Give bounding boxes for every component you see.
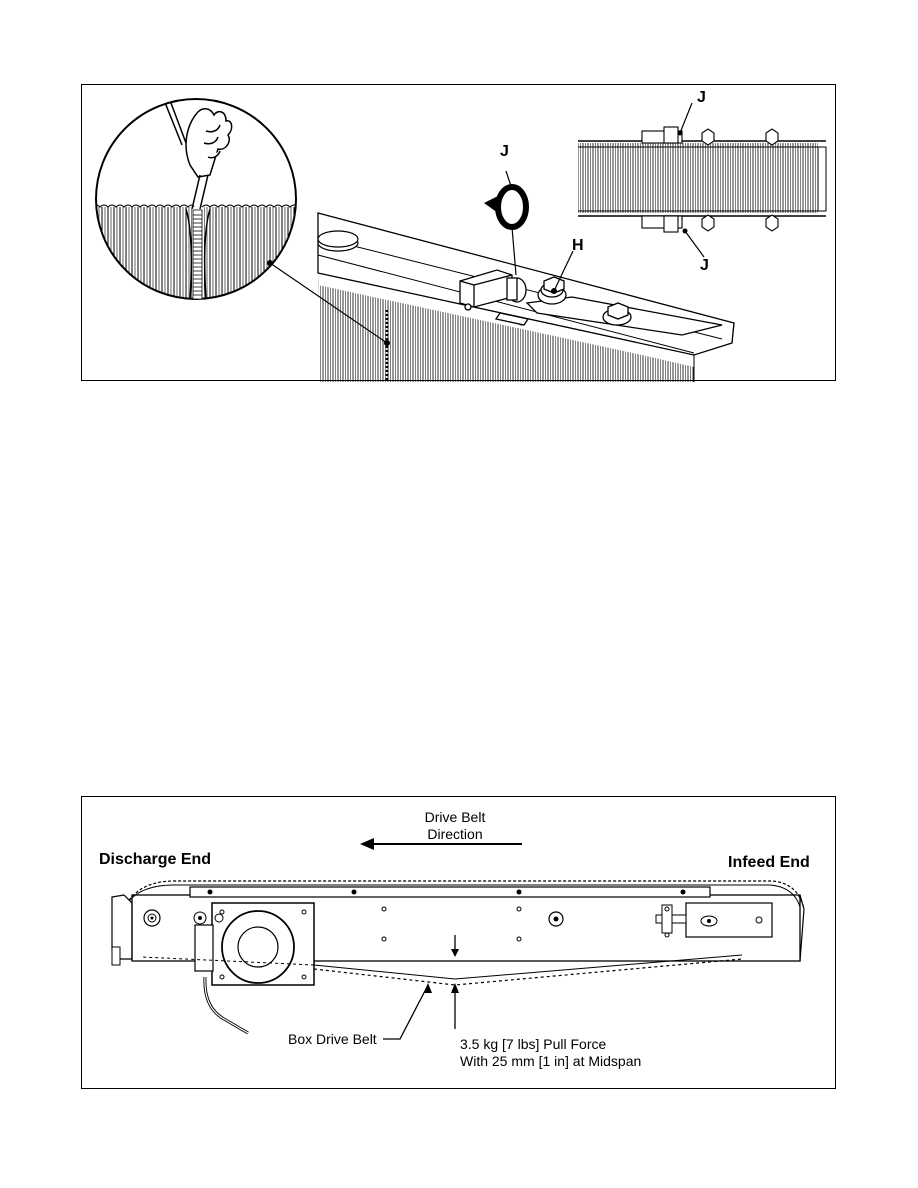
infeed-end-label: Infeed End — [728, 854, 810, 871]
conveyor-perspective — [317, 170, 735, 382]
pull-force-label: 3.5 kg [7 lbs] Pull Force With 25 mm [1 … — [460, 1036, 641, 1070]
box-drive-belt-label: Box Drive Belt — [288, 1031, 377, 1047]
rotate-clockwise-icon — [484, 184, 529, 276]
tension-bracket — [459, 269, 723, 336]
pull-force-line1: 3.5 kg [7 lbs] Pull Force — [460, 1036, 607, 1052]
belt-tension-illustration — [95, 98, 827, 382]
label-h-nut: H — [572, 237, 584, 254]
discharge-end-label: Discharge End — [99, 851, 212, 868]
direction-label-line1: Drive Belt — [424, 809, 486, 825]
label-j-inset-top: J — [697, 89, 706, 106]
direction-label: Drive Belt Direction — [408, 809, 502, 843]
figure-belt-tension-detail: J H J J — [81, 84, 836, 382]
direction-label-line2: Direction — [427, 826, 483, 842]
label-j-inset-bottom: J — [700, 257, 709, 274]
callout-leaders — [383, 983, 459, 1040]
conveyor-frame — [111, 886, 805, 1035]
hand-with-pliers — [161, 99, 233, 210]
conveyor-side-view — [111, 838, 805, 1040]
pull-force-line2: With 25 mm [1 in] at Midspan — [460, 1053, 642, 1069]
leader-dot-icon — [267, 260, 273, 266]
direction-arrow-icon — [360, 838, 522, 850]
figure-drive-belt-tension: Drive Belt Direction Discharge End Infee… — [81, 796, 836, 1089]
belt-top-view-inset — [578, 102, 827, 258]
label-j-adjuster: J — [500, 143, 509, 160]
magnified-splice-inset — [95, 98, 390, 346]
